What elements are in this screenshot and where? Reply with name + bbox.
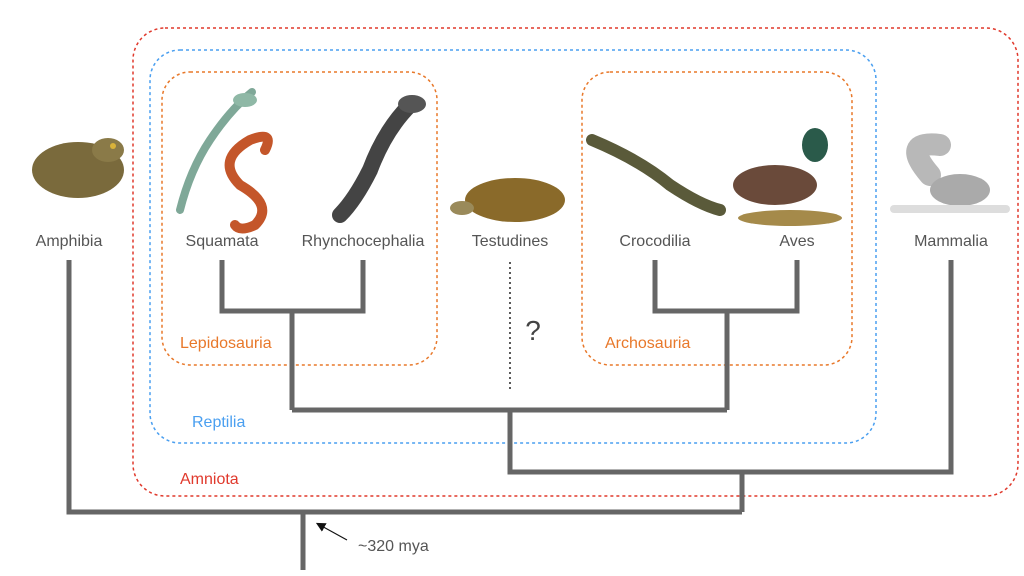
turtle-illustration bbox=[450, 178, 565, 222]
group-lepidosauria: Lepidosauria bbox=[180, 335, 272, 352]
uncertain-marker: ? bbox=[525, 315, 541, 346]
amniota-box bbox=[132, 27, 1019, 497]
group-archosauria: Archosauria bbox=[605, 335, 690, 352]
tree-branches bbox=[66, 260, 954, 570]
taxon-aves: Aves bbox=[779, 233, 814, 250]
taxon-mammalia: Mammalia bbox=[914, 233, 988, 250]
taxon-squamata: Squamata bbox=[186, 233, 259, 250]
lepidosauria-box bbox=[161, 71, 438, 366]
duck-illustration bbox=[733, 128, 842, 226]
taxon-crocodilia: Crocodilia bbox=[619, 233, 690, 250]
reptilia-box bbox=[149, 49, 877, 444]
root-arrow bbox=[315, 522, 348, 541]
toad-illustration bbox=[32, 138, 124, 198]
tuatara-illustration bbox=[332, 95, 426, 223]
group-amniota: Amniota bbox=[180, 471, 239, 488]
snake-illustration bbox=[224, 131, 273, 234]
root-age-label: ~320 mya bbox=[358, 538, 429, 555]
lizard-illustration bbox=[176, 88, 257, 214]
group-reptilia: Reptilia bbox=[192, 414, 245, 431]
squirrel-illustration bbox=[890, 133, 1010, 213]
crocodile-illustration bbox=[586, 134, 726, 216]
taxon-testudines: Testudines bbox=[472, 233, 549, 250]
taxon-amphibia: Amphibia bbox=[36, 233, 103, 250]
taxon-rhynchocephalia: Rhynchocephalia bbox=[302, 233, 425, 250]
